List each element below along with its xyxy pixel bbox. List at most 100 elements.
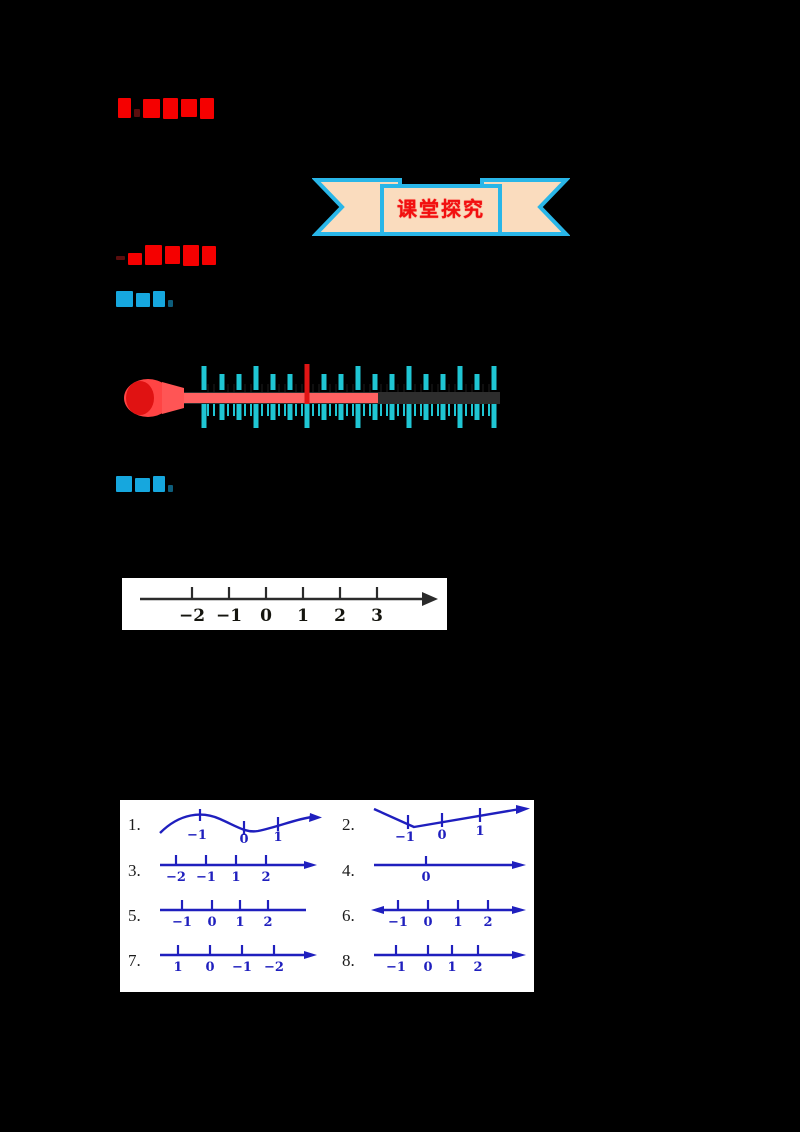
thermometer-lower-minor-ticks [207, 404, 490, 416]
tick-label: 2 [334, 606, 346, 626]
tick-label: 0 [423, 960, 432, 975]
tick-label: 1 [297, 606, 309, 626]
tick-label: 0 [423, 915, 432, 930]
option-number: 2. [342, 815, 355, 834]
option-5-labels: −1 0 1 2 [172, 915, 273, 930]
option-item-6[interactable]: 6. −1 0 1 2 [342, 893, 534, 939]
option-number: 5. [128, 906, 141, 925]
tick-label: 1 [447, 960, 456, 975]
redaction-block [116, 476, 132, 492]
tick-label: 0 [205, 960, 214, 975]
redaction-block [202, 245, 216, 265]
tick-label: −1 [172, 915, 192, 930]
option-1-wavy-line [159, 813, 313, 834]
tick-label: 1 [475, 824, 484, 839]
banner-ribbon: 课堂探究 [312, 176, 570, 238]
thermometer-diagram [122, 360, 502, 432]
tick-label: −1 [388, 915, 408, 930]
redaction-block [116, 291, 133, 307]
redaction-block [163, 97, 178, 119]
tick-label: −2 [179, 606, 205, 626]
redaction-block [200, 97, 214, 119]
option-item-4[interactable]: 4. 0 [342, 848, 534, 894]
tick-label: 3 [371, 606, 383, 626]
number-line-options-grid: 1. −1 0 1 2. [120, 800, 534, 992]
number-line-tick-labels: −2 −1 0 1 2 3 [179, 606, 383, 626]
option-8-labels: −1 0 1 2 [386, 960, 483, 975]
option-6-labels: −1 0 1 2 [388, 915, 493, 930]
redaction-block [135, 478, 150, 492]
option-7-labels: 1 0 −1 −2 [173, 960, 284, 975]
option-2-ticks [406, 808, 482, 829]
redaction-block [143, 98, 160, 118]
option-8-ticks [394, 945, 480, 955]
number-line-ticks [190, 587, 379, 599]
thermometer-lower-ticks [201, 404, 497, 428]
tick-label: 1 [453, 915, 462, 930]
redaction-block [134, 109, 140, 117]
option-1-ticks [198, 809, 280, 835]
option-4-figure: 0 [374, 856, 526, 885]
option-6-figure: −1 0 1 2 [371, 900, 526, 930]
redacted-heading-top [118, 96, 214, 120]
option-2-labels: −1 0 1 [395, 824, 485, 845]
tick-label: 0 [207, 915, 216, 930]
redacted-heading-middle [116, 243, 216, 267]
option-3-arrow-right [304, 861, 317, 869]
tick-label: 1 [273, 830, 282, 845]
option-3-labels: −2 −1 1 2 [166, 870, 271, 885]
option-1-arrow-right [309, 813, 322, 822]
thermometer-mercury [178, 393, 378, 403]
option-4-labels: 0 [421, 870, 430, 885]
option-number: 3. [128, 861, 141, 880]
option-1-labels: −1 0 1 [187, 828, 283, 847]
redaction-block [153, 291, 165, 307]
redaction-block [153, 476, 165, 492]
option-item-7[interactable]: 7. 1 0 −1 −2 [128, 938, 328, 984]
thermometer-bulb-neck [162, 382, 184, 414]
option-5-ticks [180, 900, 270, 910]
main-number-line-svg: −2 −1 0 1 2 3 [140, 587, 438, 626]
option-number: 8. [342, 951, 355, 970]
option-item-1[interactable]: 1. −1 0 1 [128, 802, 328, 848]
redaction-block [181, 99, 197, 117]
banner-center-panel [380, 184, 502, 236]
tick-label: 1 [235, 915, 244, 930]
redaction-block [116, 256, 125, 260]
banner-right-tail [480, 178, 570, 236]
option-6-arrow-right [512, 906, 526, 914]
option-item-2[interactable]: 2. −1 0 1 [342, 802, 534, 848]
tick-label: −1 [187, 828, 207, 843]
option-number: 6. [342, 906, 355, 925]
option-7-arrow-right [304, 951, 317, 959]
tick-label: 2 [261, 870, 270, 885]
tick-label: 0 [437, 828, 446, 843]
redaction-block [136, 293, 150, 307]
tick-label: −1 [232, 960, 252, 975]
tick-label: 1 [173, 960, 182, 975]
tick-label: −2 [166, 870, 186, 885]
tick-label: −1 [216, 606, 242, 626]
option-7-ticks [176, 945, 276, 955]
tick-label: −2 [264, 960, 284, 975]
option-5-figure: −1 0 1 2 [160, 900, 306, 930]
option-item-3[interactable]: 3. −2 −1 1 2 [128, 848, 328, 894]
tick-label: −1 [395, 830, 415, 845]
option-2-arrow-right [516, 805, 530, 814]
main-number-line-figure: −2 −1 0 1 2 3 [122, 578, 447, 630]
option-4-arrow-right [512, 861, 526, 869]
redaction-block [168, 484, 173, 492]
option-item-5[interactable]: 5. −1 0 1 2 [128, 893, 328, 939]
banner-left-tail [312, 178, 402, 236]
option-6-arrow-left [371, 906, 384, 914]
redaction-block [165, 246, 180, 264]
tick-label: 2 [483, 915, 492, 930]
option-item-8[interactable]: 8. −1 0 1 2 [342, 938, 534, 984]
option-2-bent-line [373, 807, 521, 829]
tick-label: 2 [263, 915, 272, 930]
option-3-ticks [174, 855, 268, 865]
option-8-arrow-right [512, 951, 526, 959]
banner-shape [312, 178, 570, 236]
tick-label: 1 [231, 870, 240, 885]
option-6-ticks [396, 900, 490, 910]
